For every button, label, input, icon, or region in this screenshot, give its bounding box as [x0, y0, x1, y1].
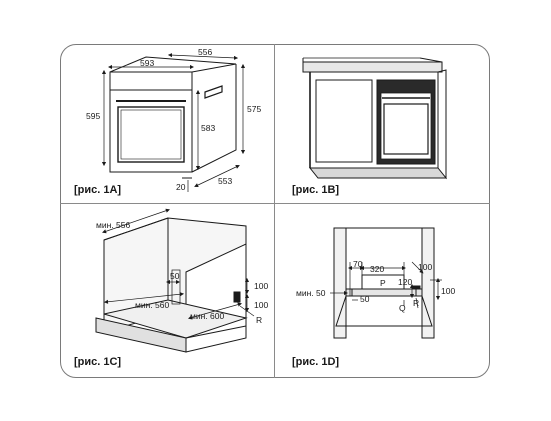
- fig-1c-label-r: R: [256, 315, 262, 325]
- fig-1d-dim-70: 70: [353, 259, 363, 269]
- section-right-wall: [421, 227, 435, 339]
- fig-1a-dim-575: 575: [247, 104, 261, 114]
- oven-front-face: [109, 71, 193, 173]
- fig-1b-cabinet-drawing: [302, 57, 448, 180]
- fig-1a-dim-593: 593: [140, 58, 154, 68]
- fig-1a-dim-20: 20: [176, 182, 186, 192]
- fig-1d-dim-100-right: 100: [418, 262, 432, 272]
- caption-fig-1b: [рис. 1B]: [292, 184, 340, 196]
- caption-fig-1a: [рис. 1A]: [74, 184, 122, 196]
- fig-1d-section-drawing: [333, 227, 435, 339]
- caption-fig-1c: [рис. 1C]: [74, 356, 122, 368]
- fig-1c-dim-50: 50: [170, 271, 180, 281]
- fig-1a-dim-556: 556: [198, 47, 212, 57]
- fig-1c-dim-100-bottom: 100: [254, 300, 268, 310]
- fig-1d-label-q: Q: [399, 303, 406, 313]
- fig-1d-dim-50: 50: [360, 294, 370, 304]
- caption-fig-1d: [рис. 1D]: [292, 356, 340, 368]
- panel-divider-vertical: [274, 44, 276, 378]
- fig-1c-niche-drawing: [95, 217, 248, 353]
- oven-door-window: [117, 106, 185, 163]
- fig-1d-label-r: R: [413, 298, 419, 308]
- fig-1c-dim-100-top: 100: [254, 281, 268, 291]
- fig-1d-dim-100-side: 100: [441, 286, 455, 296]
- panel-divider-horizontal: [60, 203, 490, 205]
- fig-1a-dim-553: 553: [218, 176, 232, 186]
- countertop: [302, 61, 443, 73]
- fig-1c-dim-min-560: мин. 560: [135, 300, 169, 310]
- fig-1d-dimensions: [330, 261, 442, 309]
- fig-1a-dimensions: [101, 52, 246, 192]
- fig-1d-dim-min-50: мин. 50: [296, 288, 326, 298]
- fig-1a-dim-595: 595: [86, 111, 100, 121]
- fig-1a-dim-583: 583: [201, 123, 215, 133]
- fig-1c-dim-min-600: мин. 600: [190, 311, 224, 321]
- fig-1d-label-p: P: [380, 278, 386, 288]
- fig-1d-dim-120: 120: [398, 277, 412, 287]
- section-shelf: [345, 288, 423, 297]
- section-left-wall: [333, 227, 347, 339]
- fig-1c-dimensions: [102, 208, 255, 320]
- fig-1c-dim-min-556: мин. 556: [96, 220, 130, 230]
- section-box-p: [361, 274, 405, 290]
- fig-1d-dim-320: 320: [370, 264, 384, 274]
- oven-side-vent: [204, 85, 223, 99]
- fig-1a-oven-drawing: [109, 56, 237, 179]
